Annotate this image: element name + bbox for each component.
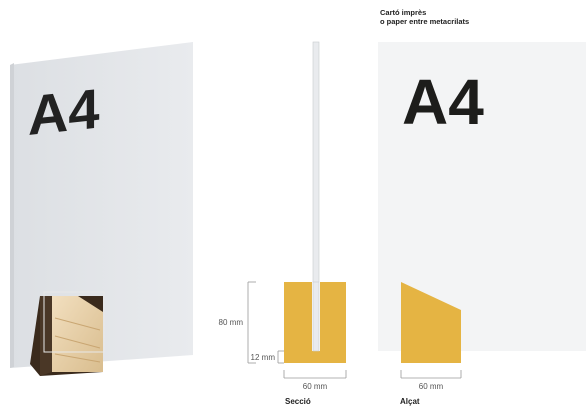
elevation-width-label: 60 mm [419, 382, 444, 391]
section-view: 80 mm 12 mm 60 mm Secció [219, 41, 347, 406]
height-label: 80 mm [219, 318, 244, 327]
elevation-format-label: A4 [402, 66, 484, 138]
perspective-sheet [10, 42, 193, 368]
slot-depth-label: 12 mm [251, 353, 276, 362]
sheet-label-line1: Cartó imprès [380, 8, 426, 17]
section-caption: Secció [285, 397, 311, 406]
elevation-wood-block [401, 282, 461, 363]
height-dimension [247, 281, 284, 364]
perspective-view: A4 [10, 42, 193, 376]
sheet-label-line2: o paper entre metacrilats [380, 17, 469, 26]
perspective-format-label: A4 [28, 77, 100, 147]
elevation-caption: Alçat [400, 397, 420, 406]
wooden-stand-icon [30, 291, 105, 376]
elevation-view: Cartó imprès o paper entre metacrilats A… [378, 8, 586, 406]
perspective-sheet-edge [10, 63, 14, 368]
elevation-width-dimension [400, 370, 462, 379]
section-width-label: 60 mm [303, 382, 328, 391]
section-width-dimension [283, 370, 347, 379]
